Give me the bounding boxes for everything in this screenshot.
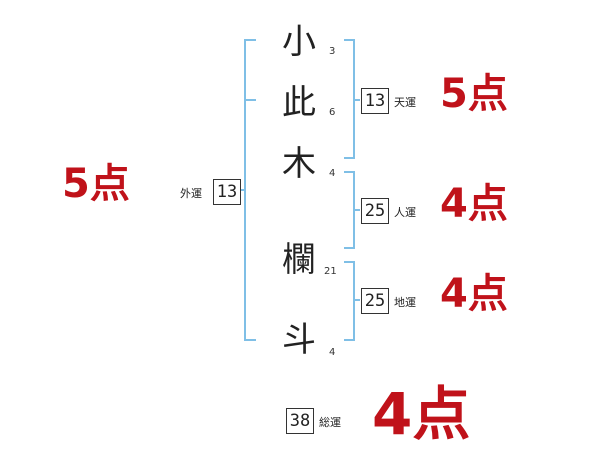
jinkaku-label: 人運 <box>394 206 416 219</box>
tenkaku-bracket <box>344 39 355 159</box>
tenkaku-value-box: 13 <box>361 88 389 114</box>
stroke-count-3: 4 <box>329 168 336 179</box>
chikaku-score: 4点 <box>440 271 508 317</box>
stroke-count-5: 4 <box>329 347 336 358</box>
tenkaku-label: 天運 <box>394 96 416 109</box>
chikaku-value-box: 25 <box>361 288 389 314</box>
name-char-1: 小 <box>282 22 316 62</box>
soukaku-value-box: 38 <box>286 408 314 434</box>
soukaku-score: 4点 <box>372 380 471 448</box>
stroke-count-2: 6 <box>329 107 336 118</box>
name-char-3: 木 <box>282 144 316 184</box>
jinkaku-score: 4点 <box>440 181 508 227</box>
name-char-4: 欄 <box>282 240 316 280</box>
name-char-5: 斗 <box>282 320 316 360</box>
jinkaku-value-box: 25 <box>361 198 389 224</box>
gaikaku-bracket <box>244 39 256 341</box>
gaikaku-score: 5点 <box>62 161 130 207</box>
gaikaku-value-box: 13 <box>213 179 241 205</box>
chikaku-label: 地運 <box>394 296 416 309</box>
gaikaku-label: 外運 <box>180 187 202 200</box>
jinkaku-bracket <box>344 171 355 249</box>
chikaku-bracket <box>344 261 355 341</box>
tenkaku-score: 5点 <box>440 71 508 117</box>
stroke-count-4: 21 <box>324 266 337 277</box>
name-char-2: 此 <box>282 83 316 123</box>
soukaku-label: 総運 <box>319 416 341 429</box>
stroke-count-1: 3 <box>329 46 336 57</box>
